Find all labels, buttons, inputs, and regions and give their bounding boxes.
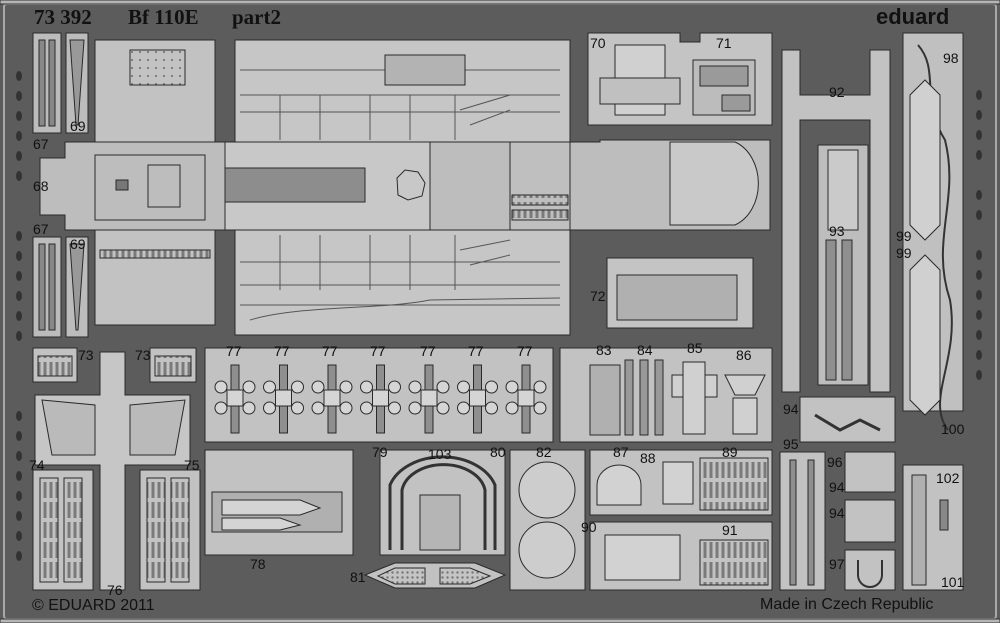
part-label-79: 79	[372, 444, 388, 460]
part-label-68: 68	[33, 178, 49, 194]
part-label-78: 78	[250, 556, 266, 572]
part-label-77d: 77	[370, 343, 386, 359]
part-label-77f: 77	[468, 343, 484, 359]
part-label-73a: 73	[78, 347, 94, 363]
part-label-87: 87	[613, 444, 629, 460]
part-77-piece	[408, 364, 450, 434]
part-label-70: 70	[590, 35, 606, 51]
part-label-101: 101	[941, 574, 965, 590]
part-label-94b: 94	[829, 479, 845, 495]
part-label-67b: 67	[33, 221, 49, 237]
part-label-96: 96	[827, 454, 843, 470]
part-label-98: 98	[943, 50, 959, 66]
sheet-part: part2	[232, 5, 281, 29]
part-label-100: 100	[941, 421, 965, 437]
part-77-piece	[311, 364, 353, 434]
part-label-69b: 69	[70, 236, 86, 252]
copyright-text: © EDUARD 2011	[32, 597, 155, 614]
part-label-77g: 77	[517, 343, 533, 359]
part-label-103: 103	[428, 446, 452, 462]
set-number: 73 392	[34, 5, 92, 29]
part-label-77e: 77	[420, 343, 436, 359]
origin-text: Made in Czech Republic	[760, 596, 934, 613]
part-label-77c: 77	[322, 343, 338, 359]
part-77-piece	[505, 364, 547, 434]
model-name: Bf 110E	[128, 5, 199, 29]
part-label-76: 76	[107, 582, 123, 598]
part-label-85: 85	[687, 340, 703, 356]
part-label-94a: 94	[783, 401, 799, 417]
part-label-102: 102	[936, 470, 960, 486]
part-77-piece	[263, 364, 304, 434]
part-77-piece	[214, 364, 256, 434]
part-label-74: 74	[29, 457, 45, 473]
part-label-73b: 73	[135, 347, 151, 363]
part-label-99a: 99	[896, 228, 912, 244]
part-label-84: 84	[637, 342, 653, 358]
part-label-86: 86	[736, 347, 752, 363]
part-label-77a: 77	[226, 343, 242, 359]
part-77-piece	[360, 364, 401, 434]
part-label-67a: 67	[33, 136, 49, 152]
part-label-94c: 94	[829, 505, 845, 521]
part-label-82: 82	[536, 444, 552, 460]
part-label-71: 71	[716, 35, 732, 51]
part-label-77b: 77	[274, 343, 290, 359]
part-label-99b: 99	[896, 245, 912, 261]
part-label-91: 91	[722, 522, 738, 538]
brand-logo: eduard	[876, 4, 950, 29]
part-label-75: 75	[184, 457, 200, 473]
part-label-81: 81	[350, 569, 366, 585]
part-label-90: 90	[581, 519, 597, 535]
part-label-92: 92	[829, 84, 845, 100]
part-label-95: 95	[783, 436, 799, 452]
part-label-97: 97	[829, 556, 845, 572]
part-label-89: 89	[722, 444, 738, 460]
part-label-93: 93	[829, 223, 845, 239]
part-label-83: 83	[596, 342, 612, 358]
part-label-80: 80	[490, 444, 506, 460]
part-label-72: 72	[590, 288, 606, 304]
part-label-88: 88	[640, 450, 656, 466]
part-77-piece	[457, 364, 498, 434]
part-label-69a: 69	[70, 118, 86, 134]
